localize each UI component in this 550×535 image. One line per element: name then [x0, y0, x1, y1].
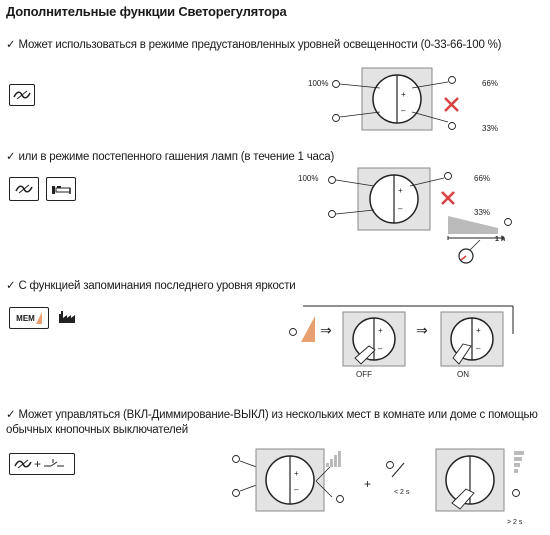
- level-100-label: 100%: [308, 79, 329, 88]
- feature-text: Может управляться (ВКЛ-Диммирование-ВЫКЛ…: [6, 409, 538, 436]
- on-label: ON: [457, 370, 469, 379]
- memory-icon: MEM: [9, 307, 49, 329]
- feature-text: С функцией запоминания последнего уровня…: [18, 280, 296, 292]
- check-icon: ✓: [6, 280, 16, 292]
- feature-gradual-dimming: ✓ или в режиме постепенного гашения ламп…: [6, 150, 406, 165]
- check-icon: ✓: [6, 409, 16, 421]
- dimmer-wave-icon: [9, 177, 39, 201]
- memory-diagram: ⇒ ⇒ OFF ON + – + –: [285, 300, 520, 385]
- level-33-label: 33%: [474, 208, 491, 217]
- gradual-dimming-diagram: 100% 66% 33% 1 h + –: [298, 164, 543, 264]
- dimmer-wave-icon: [14, 459, 32, 469]
- arrow-icon: ⇒: [320, 322, 332, 338]
- feature-preset-levels: ✓ Может использоваться в режиме предуста…: [6, 38, 546, 53]
- plus-sign: +: [476, 326, 481, 335]
- long-press-label: > 2 s: [507, 519, 523, 526]
- dimmer-wave-icon: [9, 84, 35, 106]
- mem-label: MEM: [16, 313, 35, 323]
- feature-text: или в режиме постепенного гашения ламп (…: [18, 151, 335, 163]
- time-label: 1 h: [495, 236, 506, 243]
- feature-memory: ✓ С функцией запоминания последнего уров…: [6, 279, 406, 294]
- plus-sign: +: [398, 186, 403, 195]
- plus-sign: +: [378, 326, 383, 335]
- short-press-label: < 2 s: [394, 489, 410, 496]
- plus-icon: +: [34, 457, 42, 471]
- feature-text: Может использоваться в режиме предустано…: [18, 39, 502, 51]
- pushbutton-icon: [44, 459, 65, 467]
- level-66-label: 66%: [482, 79, 499, 88]
- plus-sign: +: [364, 477, 372, 491]
- preset-levels-diagram: 100% 66% 33% + –: [300, 62, 540, 142]
- minus-sign: –: [401, 106, 406, 115]
- level-100-label: 100%: [298, 174, 319, 183]
- feature-multi-location: ✓ Может управляться (ВКЛ-Диммирование-ВЫ…: [6, 408, 546, 438]
- bed-icon: [46, 177, 76, 201]
- minus-sign: –: [294, 485, 299, 494]
- minus-sign: –: [476, 344, 481, 353]
- check-icon: ✓: [6, 39, 16, 51]
- off-label: OFF: [356, 370, 372, 379]
- check-icon: ✓: [6, 151, 16, 163]
- factory-icon: [58, 310, 80, 324]
- level-33-label: 33%: [482, 124, 499, 133]
- page-title: Дополнительные функции Светорегулятора: [6, 4, 287, 19]
- plus-sign: +: [401, 90, 406, 99]
- minus-sign: –: [398, 204, 403, 213]
- multi-location-diagram: + < 2 s > 2 s + –: [222, 443, 542, 530]
- plus-sign: +: [294, 469, 299, 478]
- arrow-icon: ⇒: [416, 322, 428, 338]
- level-66-label: 66%: [474, 174, 491, 183]
- dimmer-pushbutton-icon: +: [9, 453, 75, 475]
- minus-sign: –: [378, 344, 383, 353]
